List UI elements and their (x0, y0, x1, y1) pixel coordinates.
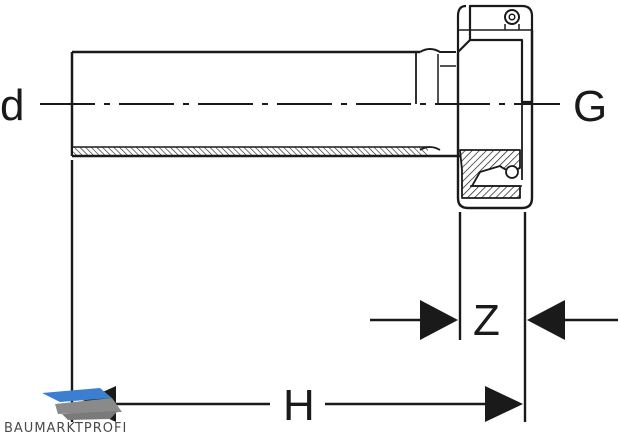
union-nut (456, 4, 534, 210)
nut-section (459, 149, 522, 199)
z-arrow-right (527, 300, 565, 340)
label-z: Z (473, 296, 500, 345)
pipe-body (70, 50, 462, 158)
label-d: d (0, 81, 24, 130)
extension-lines (70, 160, 527, 422)
pipe-neck (415, 48, 456, 151)
h-arrow-right (485, 386, 523, 422)
z-arrow-left (420, 300, 458, 340)
label-h: H (283, 381, 315, 430)
watermark-text: BAUMARKTPROFI (4, 421, 128, 436)
watermark-logo (42, 388, 122, 420)
label-g: G (573, 82, 607, 131)
